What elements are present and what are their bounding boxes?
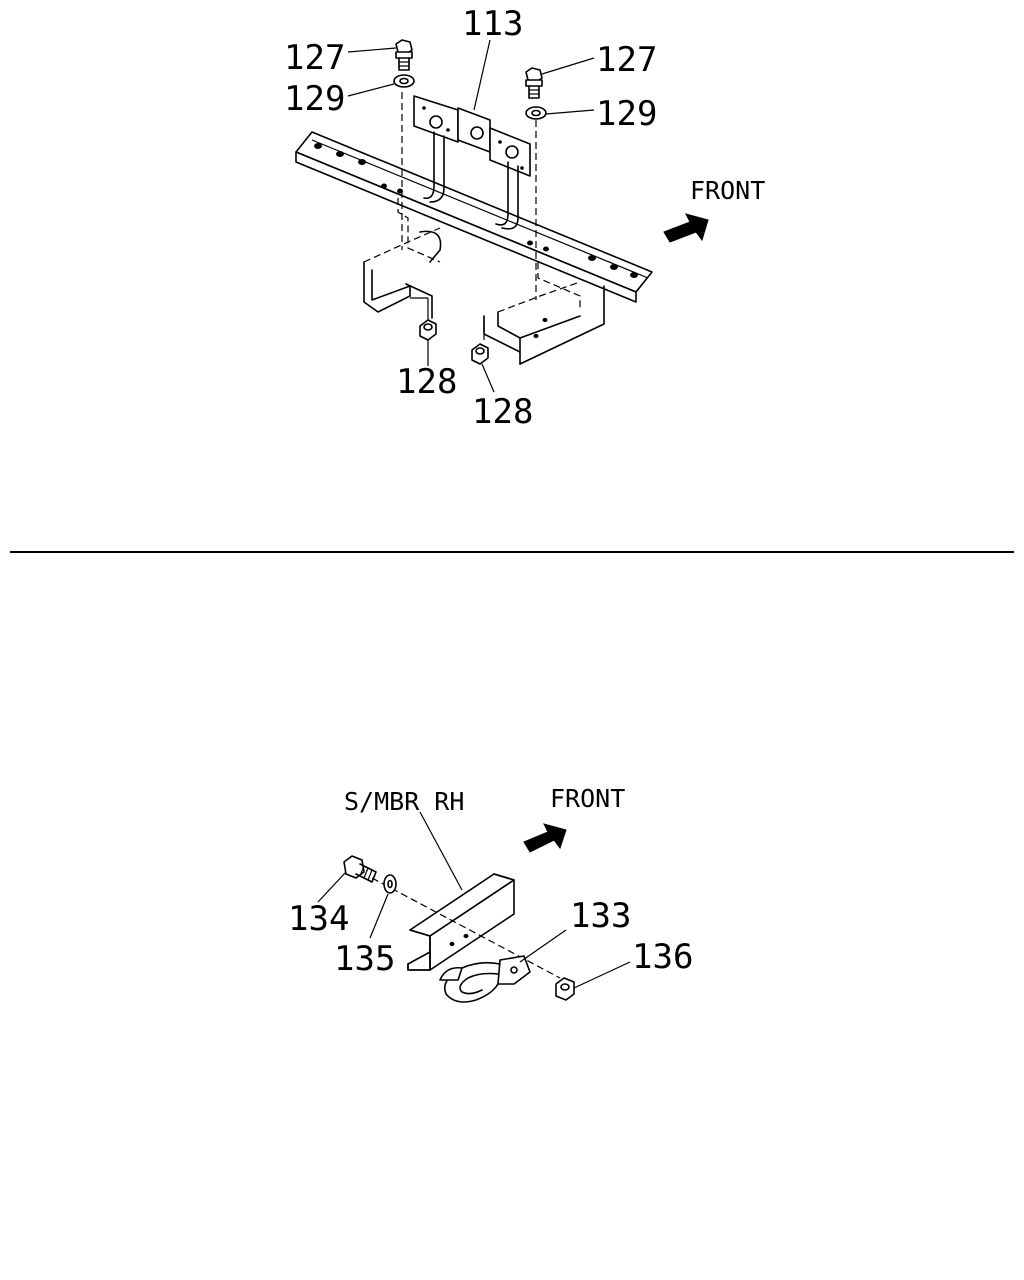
label-129-left: 129 [284,79,345,119]
label-136: 136 [632,937,693,977]
side-member [407,873,515,971]
bolt-127-right [525,67,543,99]
label-front-upper: FRONT [690,176,765,205]
leader-lines-upper [347,39,595,393]
front-arrow-icon [523,823,567,853]
tow-hook-133 [439,955,531,1003]
lower-assembly: S/MBR RH FRONT 134 135 133 136 [288,784,693,1003]
washer-129-left [393,74,415,88]
bolt-127-left [395,39,413,71]
label-128-right: 128 [472,392,533,432]
label-133: 133 [570,896,631,936]
label-front-lower: FRONT [550,784,625,813]
nut-128-right [471,343,489,365]
leader-lines-lower [317,811,631,989]
cross-rail [295,131,653,303]
washer-129-right [525,106,547,120]
label-135: 135 [334,939,395,979]
label-127-right: 127 [596,40,657,80]
bracket-113 [413,95,531,230]
fastener-axis-lines [401,92,537,340]
nut-136 [555,977,575,1001]
nut-128-left [419,319,437,341]
label-smbr-rh: S/MBR RH [344,787,464,816]
label-129-right: 129 [596,94,657,134]
frame-channel-left [363,198,442,319]
front-arrow-icon [663,213,709,243]
label-128-left: 128 [396,362,457,402]
bolt-axis-line [371,877,561,979]
washer-135 [383,874,397,894]
bolt-134 [343,855,377,883]
label-113: 113 [462,4,523,44]
upper-assembly: 113 127 129 127 129 128 128 FRONT [284,4,765,432]
label-127-left: 127 [284,38,345,78]
label-134: 134 [288,899,349,939]
